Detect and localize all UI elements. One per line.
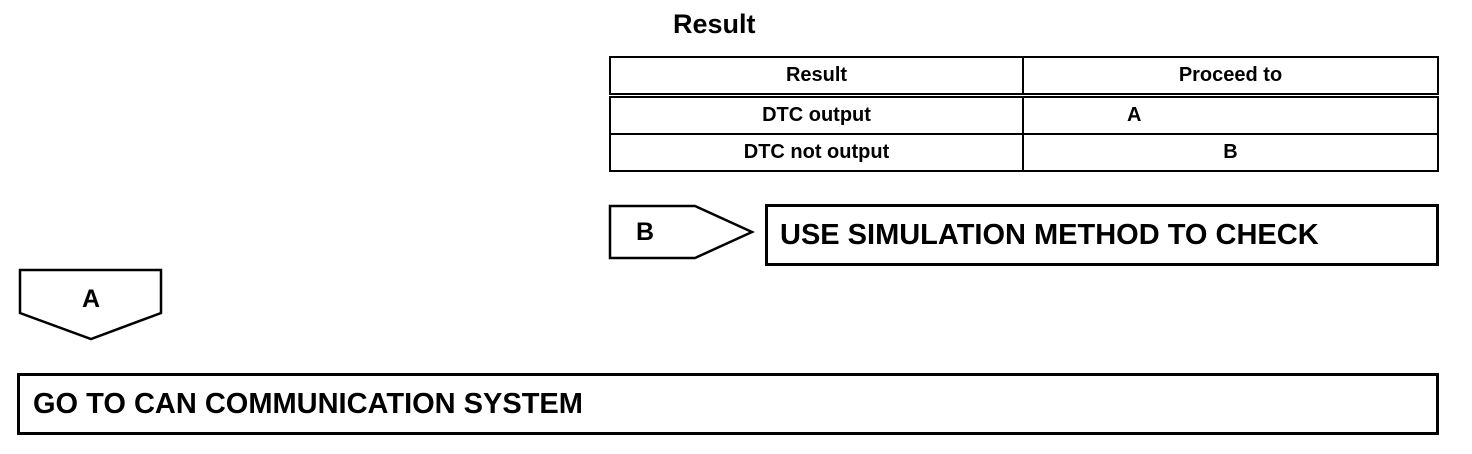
proceed-cell: A <box>1022 94 1439 135</box>
action-box-a: GO TO CAN COMMUNICATION SYSTEM <box>17 373 1439 435</box>
proceed-cell: B <box>1022 133 1439 172</box>
column-header-proceed-to: Proceed to <box>1022 56 1439 98</box>
result-cell: DTC not output <box>609 133 1024 172</box>
table-header-row: Result Proceed to <box>609 56 1439 98</box>
result-cell: DTC output <box>609 94 1024 135</box>
arrow-b-label: B <box>636 218 654 246</box>
column-header-result: Result <box>609 56 1024 98</box>
arrow-b-shape <box>608 204 756 260</box>
result-table: Result Proceed to DTC output A DTC not o… <box>609 56 1439 172</box>
table-row: DTC output A <box>609 94 1439 135</box>
action-b-text: USE SIMULATION METHOD TO CHECK <box>780 218 1319 251</box>
arrow-a-label: A <box>82 285 100 313</box>
action-a-text: GO TO CAN COMMUNICATION SYSTEM <box>33 387 583 420</box>
action-box-b: USE SIMULATION METHOD TO CHECK <box>765 204 1439 266</box>
result-heading: Result <box>673 9 756 39</box>
table-row: DTC not output B <box>609 133 1439 172</box>
arrow-a-shape <box>18 268 163 341</box>
